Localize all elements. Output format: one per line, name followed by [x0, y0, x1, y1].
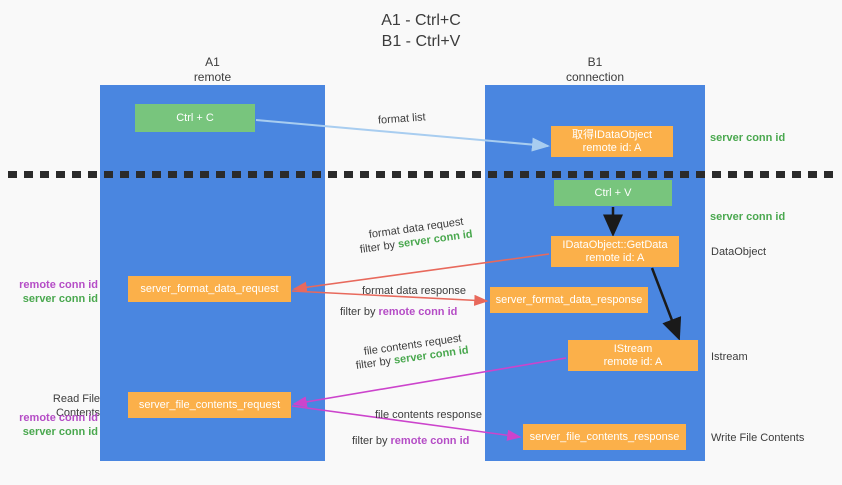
remote-conn-id-token: remote conn id: [390, 435, 470, 447]
page-title: A1 - Ctrl+C B1 - Ctrl+V: [381, 12, 461, 50]
label-server-conn-id: server conn id: [22, 293, 98, 305]
filter-prefix: filter by: [359, 238, 399, 256]
node-label: Ctrl + C: [176, 111, 214, 124]
label-server-conn-id: server conn id: [22, 426, 98, 438]
node-label: server_format_data_request: [140, 282, 279, 295]
node-istream[interactable]: IStream remote id: A: [568, 340, 698, 371]
label-server-conn-id-top: server conn id: [710, 132, 786, 144]
node-ctrl-v[interactable]: Ctrl + V: [554, 180, 672, 206]
annotation-file-contents-response-filter: filter by remote conn id: [352, 434, 469, 449]
node-label: server_file_contents_response: [529, 430, 680, 443]
arrow-file-contents-request: [292, 357, 567, 408]
node-server-format-data-request[interactable]: server_format_data_request: [128, 276, 291, 302]
annotation-format-data-response: format data response: [362, 285, 466, 297]
node-label: server_format_data_response: [495, 293, 643, 306]
node-server-file-contents-request[interactable]: server_file_contents_request: [128, 392, 291, 418]
arrow-format-data-response: [291, 290, 489, 306]
label-remote-conn-id: remote conn id: [19, 412, 98, 424]
node-label: IStream: [613, 342, 653, 355]
column-header-a1: A1 remote: [193, 55, 232, 84]
node-ctrl-c[interactable]: Ctrl + C: [135, 104, 255, 132]
annotation-file-contents-response: file contents response: [375, 409, 483, 421]
label-read-file-contents: Read File Contents: [52, 393, 100, 419]
arrow-getdata-to-istream: [650, 267, 682, 341]
node-label: Ctrl + V: [594, 186, 632, 199]
filter-prefix: filter by: [340, 306, 379, 318]
label-server-conn-id-mid: server conn id: [710, 211, 786, 223]
filter-prefix: filter by: [355, 354, 395, 372]
node-sublabel: remote id: A: [582, 141, 642, 154]
label-dataobject: DataObject: [711, 246, 767, 258]
column-header-b1: B1 connection: [565, 55, 625, 84]
node-server-format-data-response[interactable]: server_format_data_response: [490, 287, 648, 313]
node-get-idataobject[interactable]: 取得IDataObject remote id: A: [551, 126, 673, 157]
arrow-format-data-request: [292, 253, 550, 293]
label-left-conn-ids-top: remote conn id server conn id: [8, 278, 98, 306]
node-label: IDataObject::GetData: [562, 238, 668, 251]
node-sublabel: remote id: A: [603, 355, 663, 368]
node-idataobject-getdata[interactable]: IDataObject::GetData remote id: A: [551, 236, 679, 267]
annotation-format-data-response-filter: filter by remote conn id: [340, 305, 457, 320]
phase-divider: [8, 171, 834, 178]
node-label: server_file_contents_request: [138, 398, 281, 411]
label-write-file-contents: Write File Contents: [711, 432, 805, 444]
node-label: 取得IDataObject: [571, 128, 653, 141]
arrow-format-list: [255, 119, 550, 152]
arrow-file-contents-response: [291, 405, 522, 441]
label-istream: Istream: [711, 351, 748, 363]
label-remote-conn-id: remote conn id: [19, 279, 98, 291]
filter-prefix: filter by: [352, 435, 391, 447]
node-sublabel: remote id: A: [585, 251, 645, 264]
node-server-file-contents-response[interactable]: server_file_contents_response: [523, 424, 686, 450]
remote-conn-id-token: remote conn id: [378, 306, 458, 318]
label-left-conn-ids-bottom: remote conn id server conn id: [8, 411, 98, 439]
